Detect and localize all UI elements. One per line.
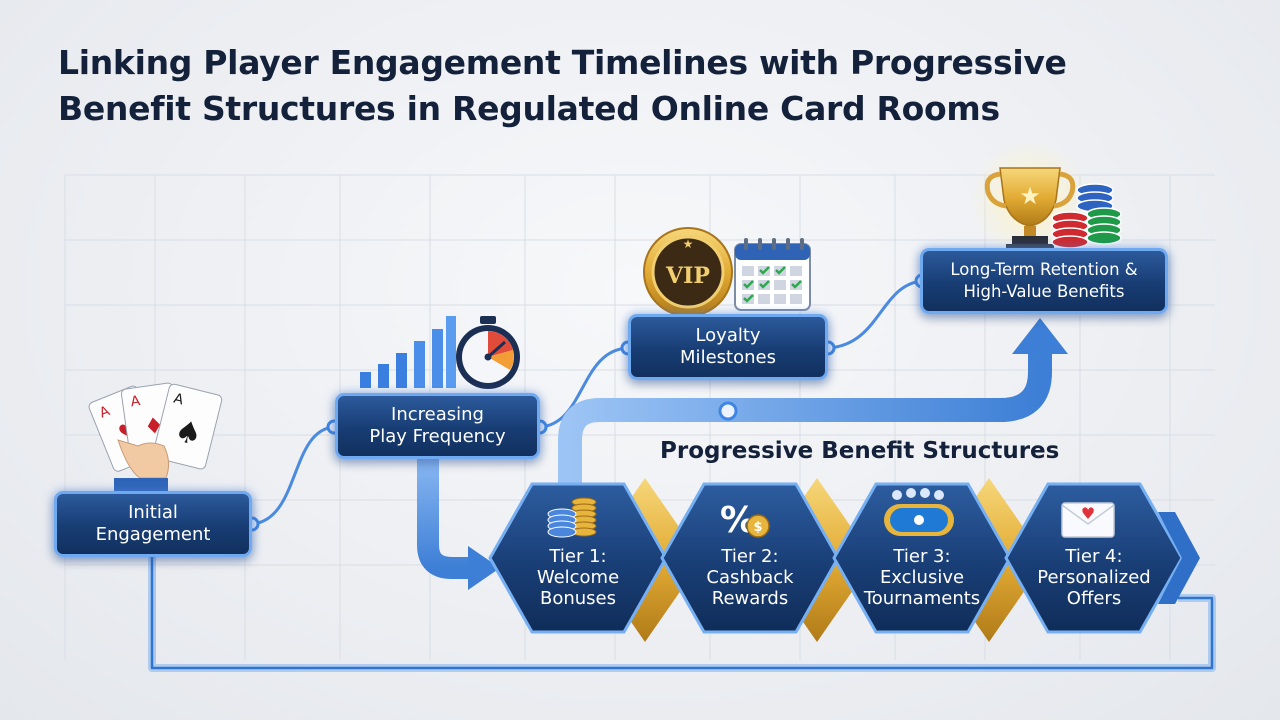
initial-engagement-box: Initial Engagement xyxy=(54,491,252,557)
title-line-2: Benefit Structures in Regulated Online C… xyxy=(58,89,1000,128)
poker-chips-icon xyxy=(1051,183,1122,249)
tier-4-label: Tier 4: Personalized Offers xyxy=(1014,546,1174,609)
box-label-line: Initial xyxy=(128,502,178,523)
box-label-line: Milestones xyxy=(680,347,776,368)
svg-text:$: $ xyxy=(753,520,762,535)
arrow-to-retention xyxy=(558,352,1052,492)
page-title: Linking Player Engagement Timelines with… xyxy=(58,40,1218,132)
tier-4-shape xyxy=(1004,482,1184,634)
coin-stack-icon xyxy=(547,497,597,538)
vip-badge-text: VIP xyxy=(665,263,710,289)
box-label-line: Play Frequency xyxy=(369,426,506,447)
box-label-line: Loyalty xyxy=(695,325,761,346)
tier-end-chevron xyxy=(1158,512,1200,604)
trophy-icon: ★ xyxy=(970,140,1090,260)
arrow-to-tiers xyxy=(417,458,470,579)
loyalty-milestones-box: Loyalty Milestones xyxy=(628,314,828,380)
increasing-play-frequency-box: Increasing Play Frequency xyxy=(335,393,540,459)
box-label-line: High-Value Benefits xyxy=(963,282,1125,301)
tier-label-line: Exclusive xyxy=(879,567,965,588)
svg-text:♥: ♥ xyxy=(1081,504,1095,523)
progressive-benefit-title: Progressive Benefit Structures xyxy=(660,438,1060,464)
tier-label-line: Offers xyxy=(1066,588,1122,609)
tier-3-shape xyxy=(832,482,1012,634)
tier-label-line: Rewards xyxy=(711,588,789,609)
box-label-line: Engagement xyxy=(95,524,211,545)
tier-3-label: Tier 3: Exclusive Tournaments xyxy=(842,546,1002,609)
playing-cards-icon: A ♥ A ♦ A ♠ xyxy=(88,382,223,492)
tier-label-line: Welcome xyxy=(536,567,620,588)
bar-chart-icon xyxy=(360,316,456,388)
tier-1-label: Tier 1: Welcome Bonuses xyxy=(498,546,658,609)
tier-2-label: Tier 2: Cashback Rewards xyxy=(670,546,830,609)
svg-text:★: ★ xyxy=(683,237,694,251)
long-term-retention-box: Long-Term Retention & High-Value Benefit… xyxy=(920,248,1168,314)
tier-2-shape xyxy=(660,482,840,634)
calendar-icon xyxy=(734,238,811,311)
box-label-line: Increasing xyxy=(391,404,484,425)
tier-label-line: Tier 4: xyxy=(1065,546,1123,567)
tier-label-line: Cashback xyxy=(706,567,794,588)
percent-coin-icon: % $ xyxy=(720,500,770,541)
tier-label-line: Personalized xyxy=(1037,567,1151,588)
tournament-table-icon xyxy=(884,488,954,536)
timeline-connectors xyxy=(251,279,923,526)
stopwatch-icon xyxy=(456,316,520,389)
tier-hexagons xyxy=(488,482,1200,634)
svg-text:A: A xyxy=(130,393,142,410)
title-line-1: Linking Player Engagement Timelines with… xyxy=(58,43,1067,82)
svg-text:A: A xyxy=(172,391,186,409)
tier-label-line: Bonuses xyxy=(539,588,616,609)
tier-label-line: Tournaments xyxy=(863,588,981,609)
tier-1-shape xyxy=(488,482,668,634)
svg-text:★: ★ xyxy=(1019,182,1041,210)
tier-label-line: Tier 2: xyxy=(721,546,779,567)
envelope-heart-icon: ♥ xyxy=(1061,502,1115,538)
box-label-line: Long-Term Retention & xyxy=(950,260,1138,279)
tier-label-line: Tier 3: xyxy=(893,546,951,567)
vip-badge-icon: ★ VIP xyxy=(643,227,733,317)
tier-label-line: Tier 1: xyxy=(549,546,607,567)
